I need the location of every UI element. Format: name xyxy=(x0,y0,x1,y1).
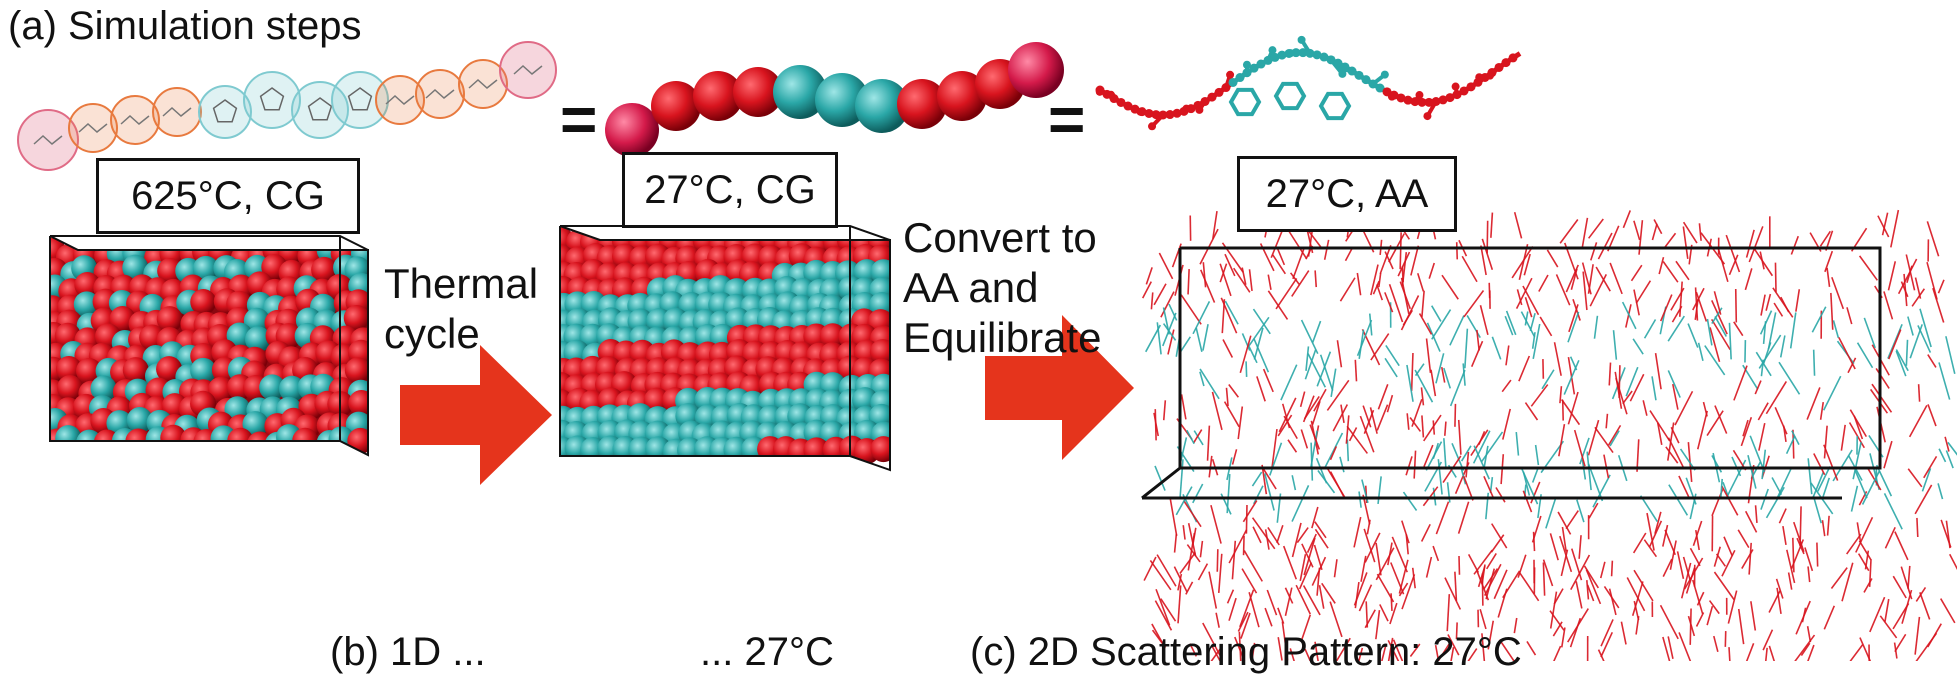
step1-label: 625°C, CG xyxy=(96,158,360,234)
cg-bead-chain xyxy=(605,42,1064,157)
aa-molecule-model xyxy=(1096,36,1521,130)
panel-b-caption: (b) 1D ... xyxy=(330,630,486,675)
cg-box-625c xyxy=(39,236,377,458)
arrow1-line2: cycle xyxy=(384,309,538,359)
arrow2-line2: AA and xyxy=(903,263,1101,313)
arrow2-line1: Convert to xyxy=(903,213,1101,263)
thermal-cycle-arrow xyxy=(400,345,552,485)
arrow2-caption: Convert to AA and Equilibrate xyxy=(903,213,1101,363)
cg-mapping-schematic xyxy=(18,42,556,170)
step3-label: 27°C, AA xyxy=(1237,156,1457,232)
equals-sign-1: = xyxy=(560,82,597,156)
step2-label: 27°C, CG xyxy=(622,152,838,228)
equals-sign-2: = xyxy=(1048,82,1085,156)
arrow1-line1: Thermal xyxy=(384,259,538,309)
panel-b-caption-end: ... 27°C xyxy=(700,630,834,675)
arrow1-caption: Thermal cycle xyxy=(384,259,538,359)
arrow2-line3: Equilibrate xyxy=(903,313,1101,363)
panel-c-caption: (c) 2D Scattering Pattern: 27°C xyxy=(970,630,1522,675)
aa-box-27c xyxy=(1142,210,1957,661)
cg-box-27c xyxy=(547,226,897,470)
